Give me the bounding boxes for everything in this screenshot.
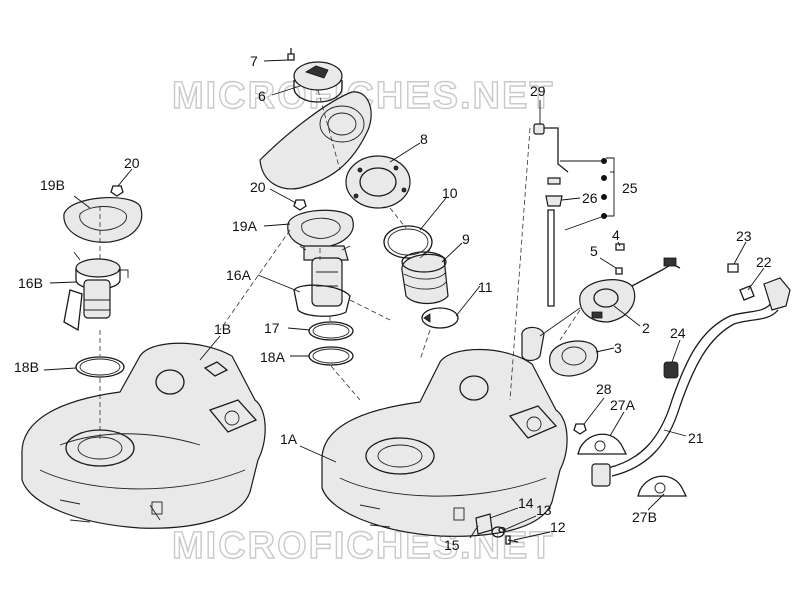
label-18b: 18B bbox=[14, 359, 39, 375]
label-14: 14 bbox=[518, 495, 534, 511]
quick-connector-22 bbox=[739, 277, 791, 311]
label-15: 15 bbox=[444, 537, 460, 553]
label-1b: 1B bbox=[214, 321, 231, 337]
label-4: 4 bbox=[612, 227, 620, 243]
filler-cover bbox=[259, 91, 372, 190]
bracket-27b bbox=[637, 475, 688, 497]
bracket-27a bbox=[577, 433, 628, 455]
fuel-pump-16b bbox=[63, 251, 129, 332]
kit-bracket-25 bbox=[560, 157, 615, 231]
label-17: 17 bbox=[264, 320, 280, 336]
label-10: 10 bbox=[442, 185, 458, 201]
nut-20-center bbox=[293, 199, 307, 211]
hose-clamp-10 bbox=[383, 225, 433, 259]
fuel-tank-left bbox=[21, 342, 266, 529]
label-3: 3 bbox=[614, 340, 622, 356]
filler-cap bbox=[293, 61, 343, 103]
sleeve-24 bbox=[663, 361, 679, 379]
label-19a: 19A bbox=[232, 218, 258, 234]
label-25: 25 bbox=[622, 180, 638, 196]
label-23: 23 bbox=[736, 228, 752, 244]
hose-clamp-11 bbox=[421, 307, 459, 329]
nut-28 bbox=[573, 423, 587, 435]
label-12: 12 bbox=[550, 519, 566, 535]
label-21: 21 bbox=[688, 430, 704, 446]
fuel-pump-16a bbox=[293, 245, 351, 317]
clip-23 bbox=[727, 263, 739, 273]
label-6: 6 bbox=[258, 88, 266, 104]
label-9: 9 bbox=[462, 231, 470, 247]
sender-gasket-3 bbox=[549, 340, 599, 377]
oring-18a bbox=[308, 346, 354, 366]
label-16b: 16B bbox=[18, 275, 43, 291]
pump-gasket-19a bbox=[287, 209, 354, 249]
screw-5 bbox=[615, 267, 623, 275]
label-16a: 16A bbox=[226, 267, 252, 283]
level-sender-2 bbox=[579, 257, 681, 323]
filler-hose bbox=[401, 251, 449, 305]
label-18a: 18A bbox=[260, 349, 286, 365]
label-13: 13 bbox=[536, 502, 552, 518]
label-19b: 19B bbox=[40, 177, 65, 193]
label-27b: 27B bbox=[632, 509, 657, 525]
assembly-lines bbox=[99, 89, 581, 440]
bolt-12 bbox=[505, 535, 519, 545]
nut-4 bbox=[615, 243, 625, 251]
leader-lines bbox=[43, 59, 765, 541]
label-11: 11 bbox=[478, 279, 493, 295]
breather-pipe-29 bbox=[533, 123, 569, 173]
label-26: 26 bbox=[582, 190, 598, 206]
label-20-left: 20 bbox=[124, 155, 140, 171]
label-29: 29 bbox=[530, 83, 546, 99]
label-5: 5 bbox=[590, 243, 598, 259]
fuel-tank-right bbox=[321, 348, 568, 537]
pump-flange-gasket-19b bbox=[63, 196, 143, 243]
vent-valve-26 bbox=[545, 177, 563, 207]
label-8: 8 bbox=[420, 131, 428, 147]
bracket-15 bbox=[475, 513, 493, 535]
label-7: 7 bbox=[250, 53, 258, 69]
label-22: 22 bbox=[756, 254, 772, 270]
label-28: 28 bbox=[596, 381, 612, 397]
label-20-center: 20 bbox=[250, 179, 266, 195]
label-2: 2 bbox=[642, 320, 650, 336]
level-sensor-rod bbox=[521, 209, 581, 362]
filler-neck-flange bbox=[345, 155, 411, 209]
nut-20-left bbox=[110, 185, 124, 197]
part-labels: 7 6 29 8 20 19B 20 10 25 26 19A 9 5 4 23… bbox=[14, 53, 772, 553]
oring-17 bbox=[308, 321, 354, 341]
filler-screw bbox=[287, 48, 295, 61]
label-1a: 1A bbox=[280, 431, 298, 447]
label-24: 24 bbox=[670, 325, 686, 341]
oring-18b bbox=[75, 356, 125, 378]
fuel-hose-21 bbox=[591, 301, 779, 487]
label-27a: 27A bbox=[610, 397, 636, 413]
